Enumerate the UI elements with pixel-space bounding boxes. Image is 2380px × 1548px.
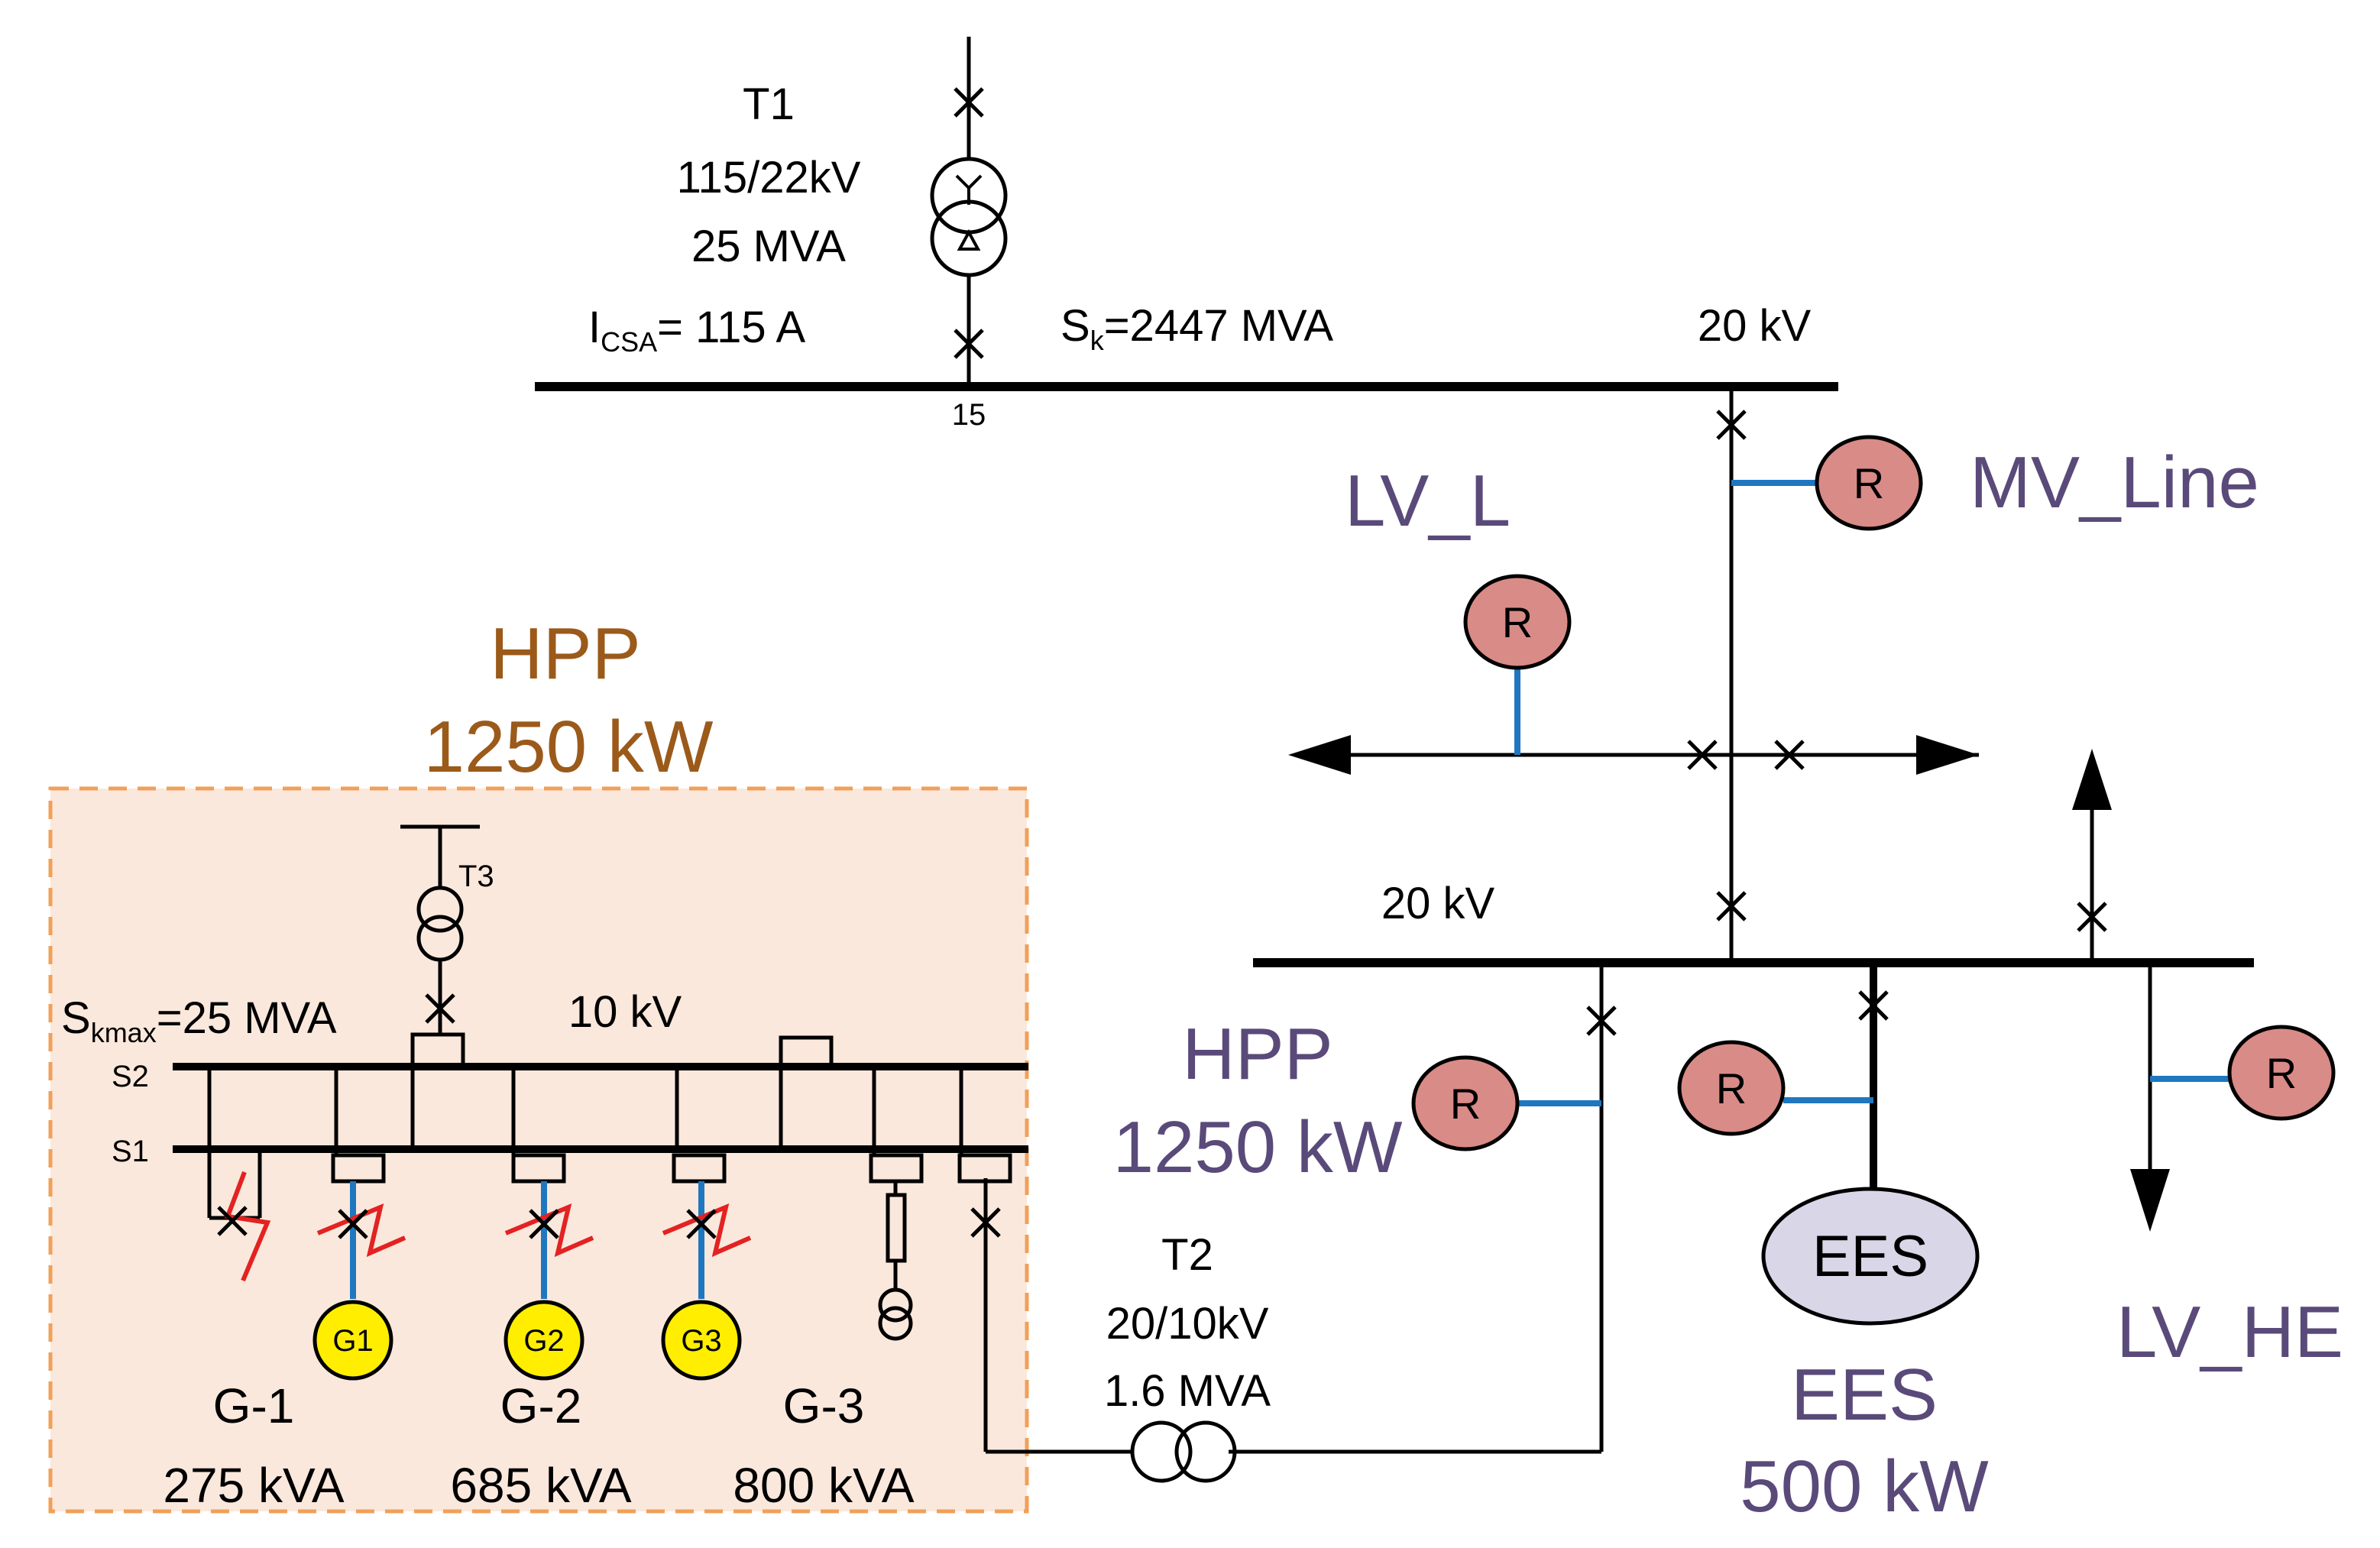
breaker-icon <box>686 1209 717 1239</box>
t2-name: T2 <box>1161 1230 1213 1280</box>
svg-text:R: R <box>1450 1080 1481 1128</box>
fault-arrow-icon <box>662 1203 752 1258</box>
bus-top-voltage: 20 kV <box>1698 301 1812 351</box>
hpp-sk-label: Skmax=25 MVA <box>61 993 337 1048</box>
breaker-icon <box>1858 990 1889 1021</box>
t3-winding-primary-icon <box>416 886 464 933</box>
relay-ees: R <box>1677 1040 1786 1136</box>
g2-rating: 685 kVA <box>450 1458 632 1513</box>
arrow-right-icon <box>1916 735 1979 775</box>
g1-name: G-1 <box>213 1378 295 1433</box>
aux-transformer <box>878 1181 913 1341</box>
bus-s2-label: S2 <box>112 1060 149 1093</box>
relay-lv-l: R <box>1463 574 1572 670</box>
generator-g1: G1 <box>312 1300 393 1381</box>
svg-text:EES: EES <box>1812 1224 1928 1289</box>
relay-mv-line: R <box>1815 435 1923 531</box>
bus-s1-label: S1 <box>112 1135 149 1168</box>
breaker-icon <box>970 1207 1001 1238</box>
svg-text:G1: G1 <box>332 1324 373 1358</box>
svg-text:R: R <box>1854 459 1884 507</box>
bus-mid-voltage: 20 kV <box>1381 879 1495 928</box>
svg-text:G3: G3 <box>681 1324 721 1358</box>
t2-ratio: 20/10kV <box>1106 1299 1269 1349</box>
t1-rating: 25 MVA <box>691 222 846 271</box>
breaker-icon <box>1687 740 1718 770</box>
generator-g2: G2 <box>504 1300 584 1381</box>
t2-winding-primary-icon <box>1174 1420 1237 1483</box>
hpp-right-line2: 1250 kW <box>1113 1106 1403 1188</box>
breaker-icon <box>954 329 984 359</box>
mv-line-label: MV_Line <box>1970 442 2259 523</box>
generator-g1-feeder: G1 <box>312 1181 406 1381</box>
t2-rating: 1.6 MVA <box>1104 1366 1271 1416</box>
lv-l-label: LV_L <box>1345 460 1511 542</box>
breaker-icon <box>338 1209 368 1239</box>
generator-g2-feeder: G2 <box>504 1181 594 1381</box>
g3-name: G-3 <box>783 1378 865 1433</box>
breaker-icon <box>954 87 984 118</box>
t1-name: T1 <box>743 79 795 129</box>
fault-arrow-icon <box>224 1171 271 1282</box>
generator-g3: G3 <box>661 1300 742 1381</box>
svg-text:R: R <box>2266 1049 2297 1097</box>
t1-feeder <box>930 37 1008 387</box>
g1-rating: 275 kVA <box>163 1458 345 1513</box>
ees-unit: EES <box>1761 1187 1980 1326</box>
breaker-icon <box>529 1209 559 1239</box>
breaker-icon <box>217 1206 248 1236</box>
disconnector-box <box>511 1153 566 1184</box>
hpp-right-line1: HPP <box>1182 1013 1332 1095</box>
breaker-icon <box>1586 1006 1617 1036</box>
ees-rating: 500 kW <box>1740 1446 1989 1527</box>
g3-rating: 800 kVA <box>733 1458 915 1513</box>
arrow-left-icon <box>1288 735 1351 775</box>
disconnector-box <box>957 1153 1012 1184</box>
t1-ratio: 115/22kV <box>677 153 861 202</box>
svg-text:G2: G2 <box>523 1324 564 1358</box>
relay-lv-he: R <box>2227 1025 2336 1121</box>
breaker-icon <box>2077 902 2107 932</box>
bus-couplers <box>207 1067 963 1220</box>
t1-winding-secondary-icon <box>930 199 1008 277</box>
ees-name: EES <box>1791 1354 1938 1436</box>
t2-winding-secondary-icon <box>1130 1420 1193 1483</box>
t1-ics-label: ICSA= 115 A <box>588 303 806 358</box>
bus-top-sk: Sk=2447 MVA <box>1060 301 1333 356</box>
lv-he-label: LV_HE <box>2116 1291 2343 1373</box>
arrow-up-icon <box>2072 749 2112 810</box>
fault-arrow-icon <box>504 1203 594 1258</box>
breaker-icon <box>425 993 455 1024</box>
t3-name: T3 <box>458 860 494 893</box>
breaker-icon <box>1716 410 1747 440</box>
arrow-down-icon <box>2130 1169 2170 1232</box>
hpp-title-line2: 1250 kW <box>424 706 714 788</box>
hpp-title-line1: HPP <box>490 613 640 695</box>
breaker-icon <box>1774 740 1805 770</box>
generator-g3-feeder: G3 <box>661 1181 752 1381</box>
svg-text:R: R <box>1502 598 1533 646</box>
breaker-icon <box>1716 891 1747 921</box>
hpp-bus-voltage: 10 kV <box>568 987 682 1037</box>
node-number: 15 <box>952 398 986 432</box>
relay-hpp: R <box>1411 1055 1520 1151</box>
g2-name: G-2 <box>500 1378 582 1433</box>
svg-text:R: R <box>1716 1064 1747 1112</box>
disconnector-box <box>331 1153 386 1184</box>
